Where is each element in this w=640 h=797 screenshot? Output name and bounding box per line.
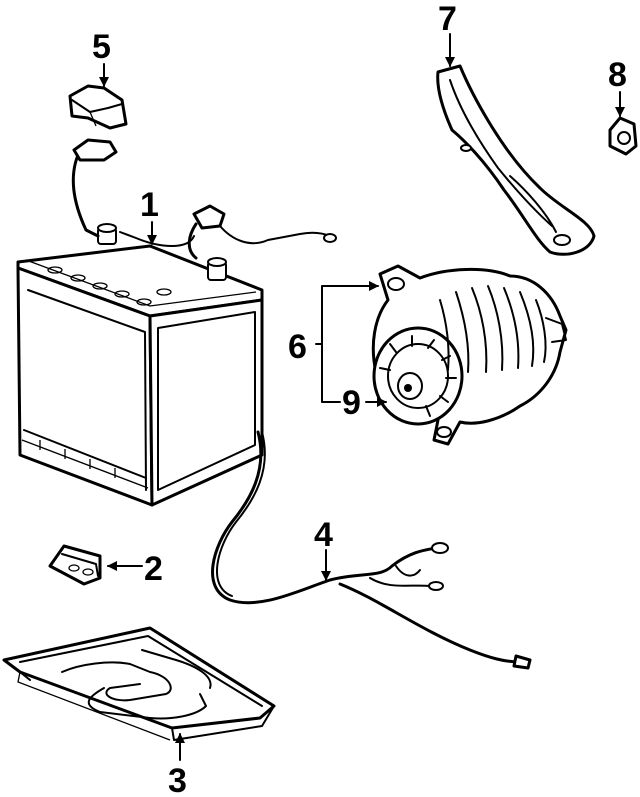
negative-cable xyxy=(187,204,337,260)
callout-1: 1 xyxy=(140,186,159,224)
battery-tray xyxy=(2,626,276,741)
callout-6: 6 xyxy=(288,328,307,366)
nut xyxy=(608,116,638,156)
positive-cable xyxy=(71,138,195,247)
alternator-bracket xyxy=(436,64,596,256)
callout-8: 8 xyxy=(608,56,627,94)
callout-9: 9 xyxy=(342,384,361,422)
callout-4: 4 xyxy=(314,516,333,554)
alternator xyxy=(371,264,568,446)
battery xyxy=(16,223,264,507)
hold-down-clamp xyxy=(48,544,102,586)
terminal-cover xyxy=(68,84,128,130)
callout-7: 7 xyxy=(438,0,457,38)
callout-leaders xyxy=(99,33,625,761)
callout-3: 3 xyxy=(168,762,187,797)
callout-5: 5 xyxy=(92,28,111,66)
battery-cable xyxy=(211,430,532,670)
callout-2: 2 xyxy=(144,550,163,588)
